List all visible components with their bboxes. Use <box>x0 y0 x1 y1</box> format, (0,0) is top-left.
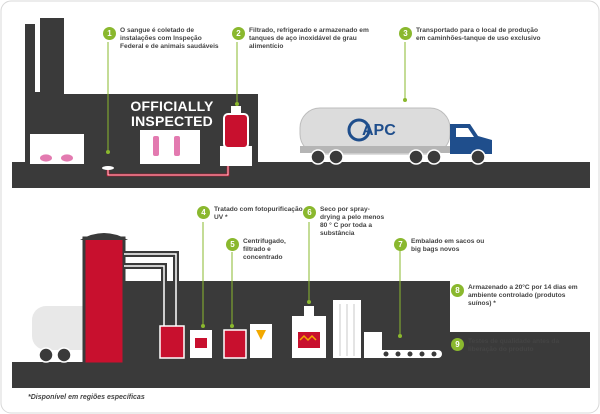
sign-line-2: INSPECTED <box>131 113 213 129</box>
tank-base <box>220 146 252 166</box>
red-silo <box>82 236 126 366</box>
filter-unit <box>250 324 272 358</box>
step-text: Filtrado, refrigerado e armazenado em ta… <box>249 27 369 50</box>
tanker-chassis <box>300 146 455 153</box>
truck-wheel <box>310 149 326 165</box>
step-number-badge: 5 <box>226 238 239 251</box>
pig-pen-window <box>30 134 84 164</box>
footnote: *Disponível em regiões específicas <box>28 394 145 401</box>
cab-window <box>456 128 474 137</box>
step-6: 6 Seco por spray-drying a pelo menos 80 … <box>303 206 387 238</box>
carcass-icon <box>153 136 159 156</box>
step-text: Tratado com fotopurificação UV * <box>214 206 303 221</box>
truck-wheel <box>470 149 486 165</box>
bottom-ground-band <box>12 362 590 388</box>
truck-wheel <box>56 347 72 363</box>
step-1: 1 O sangue é coletado de instalações com… <box>103 27 221 51</box>
step-number-badge: 9 <box>451 338 464 351</box>
officially-inspected-sign: OFFICIALLY INSPECTED <box>112 99 232 129</box>
step-7: 7 Embalado em sacos ou big bags novos <box>394 238 490 254</box>
carcass-icon <box>174 136 180 156</box>
step-number-badge: 3 <box>399 27 412 40</box>
step-number-badge: 4 <box>197 206 210 219</box>
truck-wheel <box>328 149 344 165</box>
step-2: 2 Filtrado, refrigerado e armazenado em … <box>232 27 382 51</box>
carcass-window <box>140 130 200 164</box>
step-8: 8 Armazenado a 20°C por 14 dias em ambie… <box>451 284 585 308</box>
truck-wheel <box>408 149 424 165</box>
truck-wheel <box>426 149 442 165</box>
apc-logo-text: APC <box>362 122 396 139</box>
step-text: Transportado para o local de produção em… <box>416 27 541 42</box>
flame-icon <box>299 334 317 342</box>
step-number-badge: 1 <box>103 27 116 40</box>
apc-logo-ring <box>347 118 371 142</box>
step-text: Testes de qualidade antes da liberação d… <box>468 338 560 353</box>
plant-extension <box>447 332 590 364</box>
packaging-unit <box>364 332 382 358</box>
collection-tray <box>102 166 114 170</box>
step-number-badge: 6 <box>303 206 316 219</box>
step-5: 5 Centrifugado, filtrado e concentrado <box>226 238 294 262</box>
step-number-badge: 8 <box>451 284 464 297</box>
sign-line-1: OFFICIALLY <box>130 98 214 114</box>
step-text: Centrifugado, filtrado e concentrado <box>243 238 286 261</box>
centrifuge <box>223 329 247 359</box>
filter-cone <box>256 330 266 340</box>
step-text: Seco por spray-drying a pelo menos 80 ° … <box>320 206 385 237</box>
uv-unit <box>159 325 185 359</box>
silo-roof <box>80 233 128 240</box>
pig-icon <box>40 154 52 162</box>
step-text: Embalado em sacos ou big bags novos <box>411 238 485 253</box>
step-3: 3 Transportado para o local de produção … <box>399 27 549 43</box>
step-text: O sangue é coletado de instalações com I… <box>120 27 219 50</box>
truck-wheel <box>38 347 54 363</box>
step-number-badge: 7 <box>394 238 407 251</box>
pig-icon <box>61 154 73 162</box>
step-number-badge: 2 <box>232 27 245 40</box>
step-text: Armazenado a 20°C por 14 dias em ambient… <box>468 284 578 307</box>
step-9: 9 Testes de qualidade antes da liberação… <box>451 338 585 354</box>
step-4: 4 Tratado com fotopurificação UV * <box>197 206 307 222</box>
tank-cap <box>231 106 241 114</box>
